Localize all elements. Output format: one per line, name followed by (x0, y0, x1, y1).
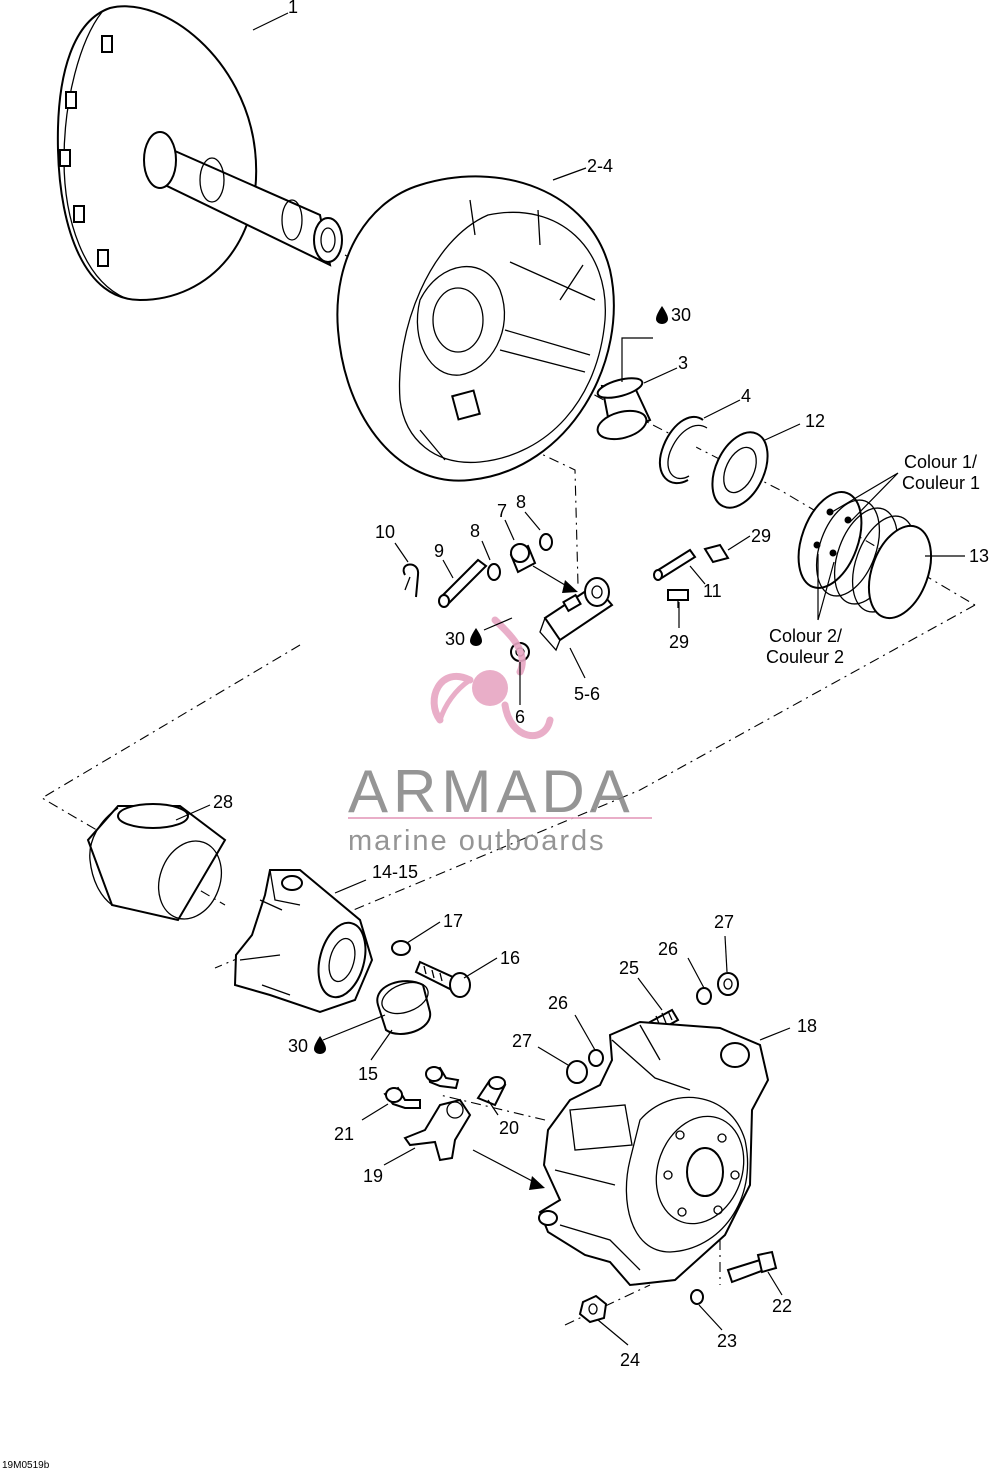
callout-2-4: 2-4 (587, 156, 613, 176)
leader-lines (175, 12, 965, 1346)
callout-29-lower: 29 (669, 632, 689, 652)
callout-22: 22 (772, 1296, 792, 1316)
parts-22-23-24 (578, 1250, 778, 1324)
part-14-15-spider (233, 869, 374, 1014)
callout-29-upper: 29 (751, 526, 771, 546)
part-3-bushing (596, 377, 652, 441)
callout-1: 1 (288, 0, 298, 17)
callout-5-6: 5-6 (574, 684, 600, 704)
oil-drop-icon (314, 1036, 326, 1054)
callout-25: 25 (619, 958, 639, 978)
callout-7: 7 (497, 501, 507, 521)
small-parts-assembly (402, 533, 730, 662)
callout-26-lower: 26 (548, 993, 568, 1013)
callout-21: 21 (334, 1124, 354, 1144)
callout-28: 28 (213, 792, 233, 812)
callout-30-lower: 30 (288, 1036, 308, 1056)
direction-arrows (472, 565, 578, 1190)
callout-15: 15 (358, 1064, 378, 1084)
callout-colour-1-line-2: Couleur 1 (902, 473, 980, 493)
callout-27-upper: 27 (714, 912, 734, 932)
parts-15-16-17 (376, 940, 471, 1035)
callout-16: 16 (500, 948, 520, 968)
part-18-housing (538, 1020, 770, 1287)
callout-30-upper: 30 (671, 305, 691, 325)
callout-24: 24 (620, 1350, 640, 1370)
brand-tagline: marine outboards (348, 825, 606, 857)
callout-colour-1-line-1: Colour 1/ (904, 452, 977, 472)
callout-colour-2-line-2: Couleur 2 (766, 647, 844, 667)
callout-11: 11 (703, 581, 722, 601)
callout-4: 4 (741, 386, 751, 406)
oil-drop-icon (470, 628, 482, 646)
callout-26-upper: 26 (658, 939, 678, 959)
callout-30-middle: 30 (445, 629, 465, 649)
armada-watermark: ARMADA marine outboards (348, 616, 652, 857)
callout-23: 23 (717, 1331, 737, 1351)
part-1-fixed-sheave (56, 5, 343, 302)
callout-colour-2-line-1: Colour 2/ (769, 626, 842, 646)
callout-6: 6 (515, 707, 525, 727)
callout-12: 12 (805, 411, 825, 431)
callout-27-lower: 27 (512, 1031, 532, 1051)
callout-19: 19 (363, 1166, 383, 1186)
part-28-sleeve (86, 803, 227, 922)
callout-18: 18 (797, 1016, 817, 1036)
callout-9: 9 (434, 541, 444, 561)
part-12-washer (711, 431, 769, 509)
callout-13: 13 (969, 546, 989, 566)
drawing-code: 19M0519b (2, 1460, 50, 1471)
brand-name: ARMADA (348, 758, 635, 825)
callout-20: 20 (499, 1118, 519, 1138)
oil-drop-icons (314, 306, 668, 1054)
callout-10: 10 (375, 522, 395, 542)
callout-17: 17 (443, 911, 463, 931)
oil-drop-icon (656, 306, 668, 324)
callout-14-15: 14-15 (372, 862, 418, 882)
callout-labels: 1 2-4 30 3 4 12 Colour 1/ Couleur 1 13 C… (213, 0, 989, 1370)
callout-8-right: 8 (516, 492, 526, 512)
part-2-4-movable-sheave (336, 175, 615, 482)
propeller-logo (430, 616, 554, 740)
callout-3: 3 (678, 353, 688, 373)
part-4-retaining-ring (658, 415, 708, 485)
parts-19-20-21 (383, 1066, 507, 1162)
callout-8-left: 8 (470, 521, 480, 541)
part-13-spring (797, 491, 933, 620)
